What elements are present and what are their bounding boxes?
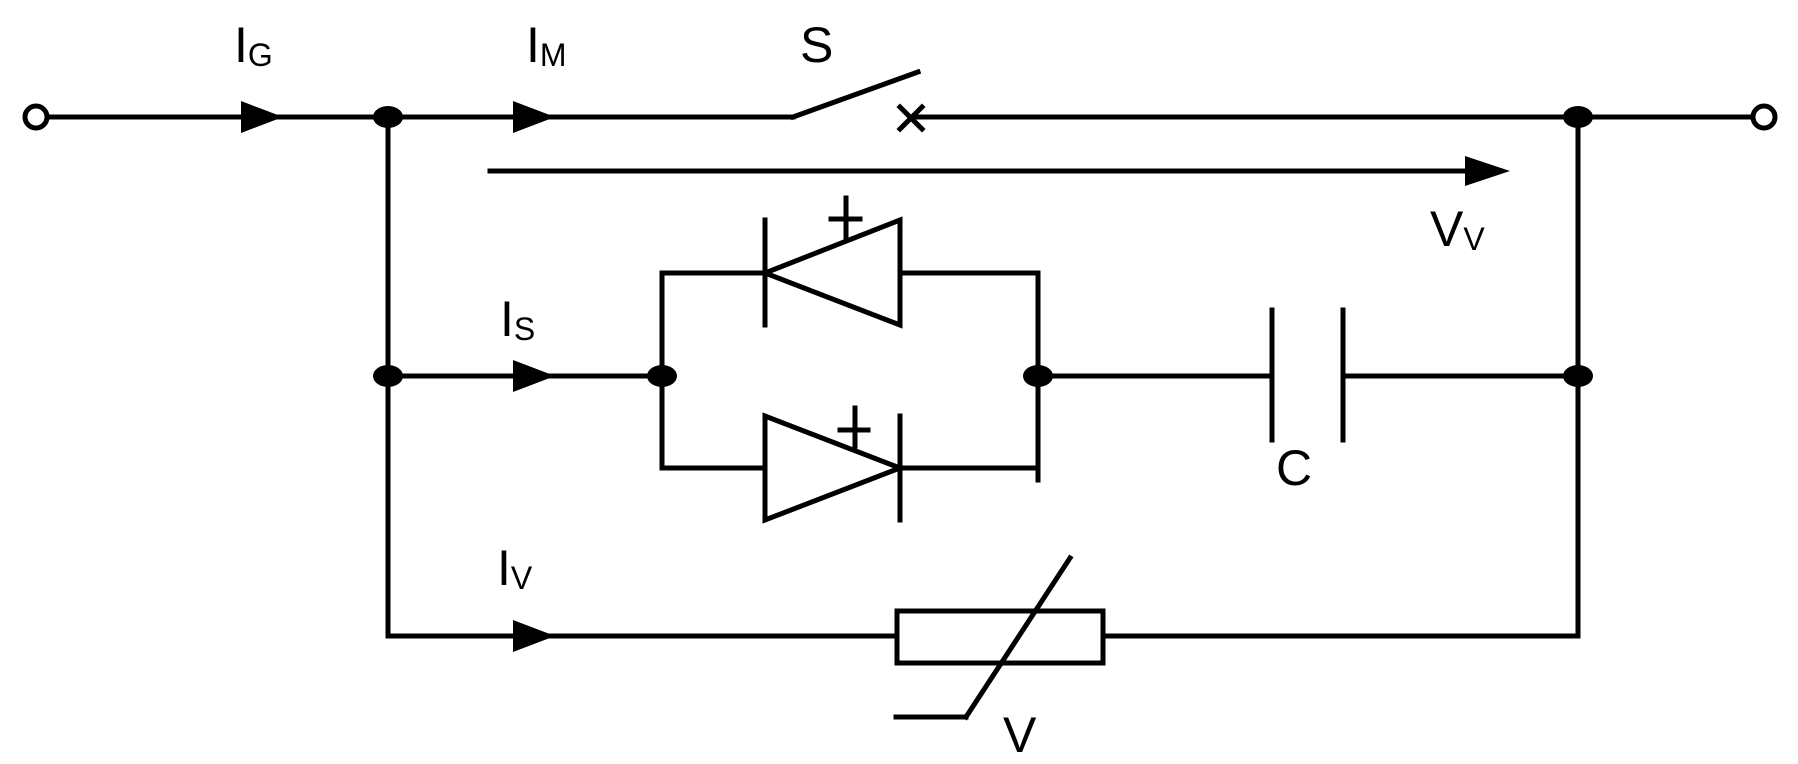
- thyristor-lower: [762, 405, 907, 524]
- output-terminal: [1750, 103, 1778, 131]
- label-varistor-v: V: [1003, 707, 1037, 763]
- junction-dot: [1563, 365, 1593, 387]
- thyristor-upper: [758, 195, 903, 329]
- current-arrow-is: [513, 360, 555, 392]
- label-i-s: IS: [500, 291, 535, 347]
- label-i-g: IG: [234, 17, 273, 73]
- label-i-m: IM: [526, 17, 567, 73]
- junction-dot: [1563, 106, 1593, 128]
- input-terminal: [22, 103, 50, 131]
- capacitor-c: [1269, 307, 1346, 443]
- junction-dot: [373, 106, 403, 128]
- label-capacitor-c: C: [1276, 440, 1312, 496]
- label-i-v: IV: [497, 540, 533, 596]
- junction-dot: [1023, 365, 1053, 387]
- switch-s: [789, 68, 926, 133]
- varistor-v: [893, 554, 1106, 721]
- junction-dot: [373, 365, 403, 387]
- thyristor-branch-wire: [385, 270, 1581, 483]
- current-arrow-iv: [513, 620, 555, 652]
- voltage-arrow: [487, 156, 1510, 186]
- label-switch-s: S: [800, 17, 833, 73]
- current-arrow-im: [513, 101, 555, 133]
- junction-dot: [647, 365, 677, 387]
- label-v-v: VV: [1430, 201, 1485, 257]
- current-arrow-ig: [241, 101, 283, 133]
